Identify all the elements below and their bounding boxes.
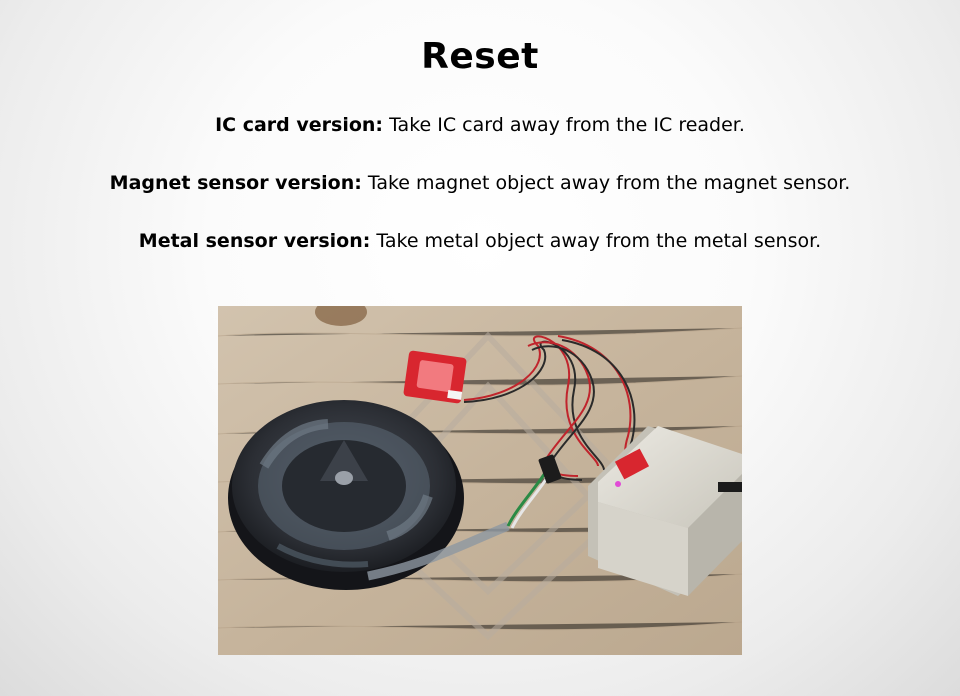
page-title: Reset [421,36,539,77]
magnet-sensor-version-line: Magnet sensor version: Take magnet objec… [0,172,960,194]
ic-reader-board [403,350,467,404]
metal-sensor-version-text: Take metal object away from the metal se… [370,230,822,252]
controller-box [588,426,742,596]
magnet-sensor-version-label: Magnet sensor version: [109,172,362,194]
cable-connector [538,454,562,484]
product-photo [218,306,742,655]
magnet-sensor-version-text: Take magnet object away from the magnet … [361,172,851,194]
led-strip-reel [228,400,464,590]
product-photo-illustration [218,306,742,655]
metal-sensor-version-label: Metal sensor version: [138,230,371,252]
wood-knot [315,306,367,326]
metal-sensor-version-line: Metal sensor version: Take metal object … [0,230,960,252]
ic-card-version-text: Take IC card away from the IC reader. [383,114,745,136]
led-strip-tail [367,521,510,581]
ic-card-version-line: IC card version: Take IC card away from … [0,114,960,136]
ic-card-version-label: IC card version: [215,114,384,136]
